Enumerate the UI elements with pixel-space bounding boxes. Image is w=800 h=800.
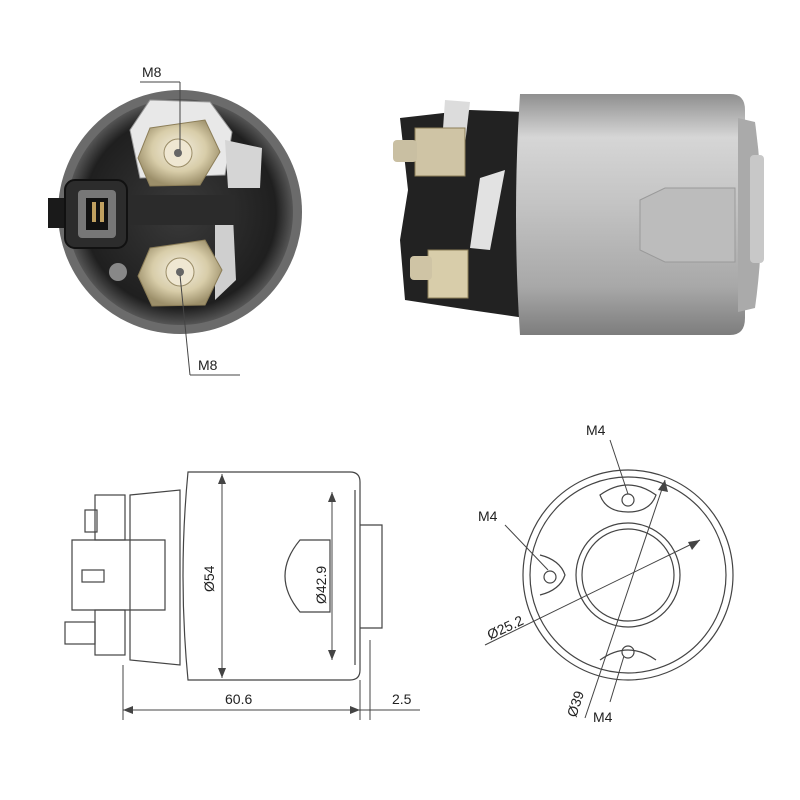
dome: [284, 539, 331, 613]
flange-circle: [522, 469, 734, 681]
label-body-diameter: Ø54: [201, 565, 217, 592]
leader-hole-bottom: [609, 655, 625, 703]
bottom-terminal-nut: [137, 239, 223, 307]
label-offset: 2.5: [392, 691, 412, 707]
stud-top-head: [84, 509, 98, 533]
label-terminal-bottom: M8: [198, 357, 218, 373]
screw-head: [109, 263, 127, 281]
terminal-plate: [225, 140, 262, 188]
dim-bore: [484, 539, 701, 646]
hole-top: [621, 493, 635, 507]
drawing-front-view: M4 M4 M4 Ø25.2 Ø39: [478, 422, 734, 725]
side-bracket-mid: [470, 170, 505, 250]
plunger-boss: [360, 524, 383, 629]
housing-block: [129, 489, 181, 666]
leader-bottom: [179, 274, 191, 376]
hole-boss-top: [599, 484, 657, 513]
bore-circle: [575, 522, 681, 628]
photo-side-view: [393, 94, 764, 335]
side-nut-top: [414, 127, 466, 177]
label-hole-left: M4: [478, 508, 498, 524]
label-length: 60.6: [225, 691, 252, 707]
arrow-length-left: [123, 706, 133, 714]
connector-plug: [48, 179, 128, 249]
hole-left: [543, 570, 557, 584]
side-stud-bottom: [410, 256, 432, 280]
label-hole-bottom: M4: [593, 709, 613, 725]
cylinder-flat: [639, 187, 736, 263]
side-nut-bottom: [427, 249, 469, 299]
label-terminal-top: M8: [142, 64, 162, 80]
label-plunger-diameter: Ø42.9: [313, 566, 329, 604]
hole-bottom: [621, 645, 635, 659]
top-terminal-nut: [137, 119, 221, 187]
stud-bottom: [94, 609, 126, 656]
arrow-bore: [688, 540, 700, 550]
arrow-plunger-bottom: [328, 650, 336, 660]
label-bore-diameter: Ø25.2: [485, 612, 527, 643]
leader-hole-top: [609, 439, 629, 495]
arrow-flange: [658, 480, 668, 492]
photo-front-view: M8 M8: [48, 64, 302, 376]
drawing-side-view: Ø54 Ø42.9 60.6 2.5: [64, 471, 420, 720]
body-outline: [182, 471, 361, 681]
side-stud-top: [393, 140, 417, 162]
arrow-body-bottom: [218, 668, 226, 678]
stud-top: [94, 494, 126, 541]
end-boss: [750, 155, 764, 263]
label-hole-top: M4: [586, 422, 606, 438]
connector-slot: [81, 569, 105, 583]
arrow-body-top: [218, 474, 226, 484]
flange-inner-circle: [529, 476, 727, 674]
dim-flange: [584, 479, 666, 719]
side-cylinder: [516, 94, 745, 335]
label-flange-diameter: Ø39: [564, 689, 587, 719]
arrow-plunger-top: [328, 492, 336, 502]
bore-inner-circle: [581, 528, 675, 622]
connector-block: [71, 539, 166, 611]
leader-hole-left: [504, 524, 549, 571]
stud-bottom-head: [64, 621, 96, 645]
hole-boss-left: [539, 554, 566, 596]
